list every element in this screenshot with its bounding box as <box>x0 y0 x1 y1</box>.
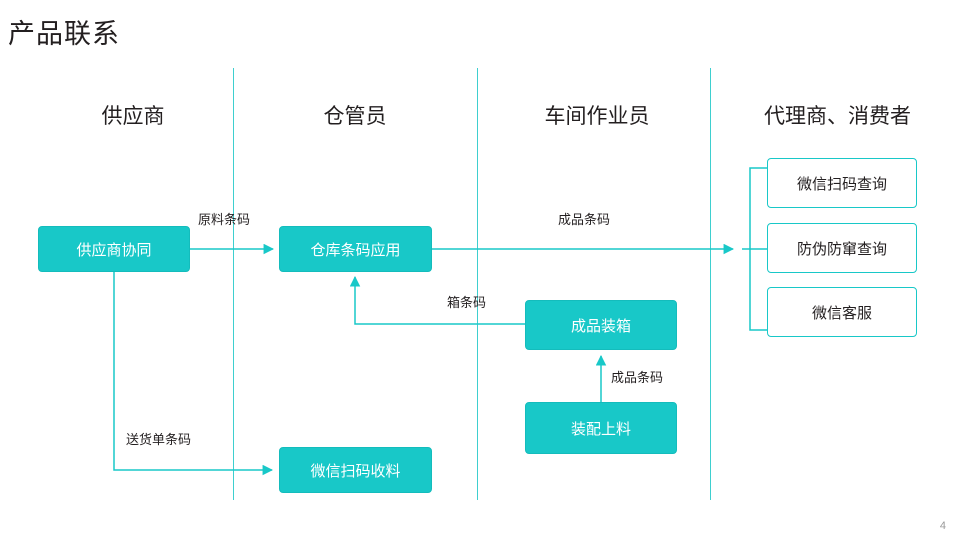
lane-divider-3 <box>710 68 711 500</box>
lane-label-agent-consumer: 代理商、消费者 <box>764 105 911 128</box>
node-assembly-feeding[interactable]: 装配上料 <box>525 402 677 454</box>
edge-label-carton-barcode: 箱条码 <box>447 295 487 310</box>
node-finished-goods-packing[interactable]: 成品装箱 <box>525 300 677 350</box>
edge-label-finished-goods-barcode: 成品条码 <box>558 212 611 227</box>
edge-label-delivery-note-barcode: 送货单条码 <box>126 432 192 447</box>
edge-branch-to-wechat-query <box>742 167 767 250</box>
node-warehouse-barcode-app[interactable]: 仓库条码应用 <box>279 226 432 272</box>
edge-supplier-to-wechat-receiving <box>113 272 274 476</box>
edge-packing-to-warehouse <box>349 275 525 325</box>
page-number: 4 <box>939 520 946 532</box>
lane-label-warehouse-keeper: 仓管员 <box>323 105 387 128</box>
node-wechat-scan-query[interactable]: 微信扫码查询 <box>767 158 917 208</box>
node-anticounterfeit-query[interactable]: 防伪防窜查询 <box>767 223 917 273</box>
lane-divider-1 <box>233 68 234 500</box>
page-title: 产品联系 <box>8 19 120 49</box>
edge-branch-to-wechat-service <box>749 249 767 331</box>
edge-label-finished-goods-barcode-2: 成品条码 <box>611 370 664 385</box>
node-wechat-customer-service[interactable]: 微信客服 <box>767 287 917 337</box>
node-supplier-collaboration[interactable]: 供应商协同 <box>38 226 190 272</box>
edge-label-raw-material-barcode: 原料条码 <box>198 212 251 227</box>
node-wechat-scan-receiving[interactable]: 微信扫码收料 <box>279 447 432 493</box>
lane-divider-2 <box>477 68 478 500</box>
lane-label-workshop-operator: 车间作业员 <box>544 105 650 128</box>
lane-label-supplier: 供应商 <box>101 105 165 128</box>
